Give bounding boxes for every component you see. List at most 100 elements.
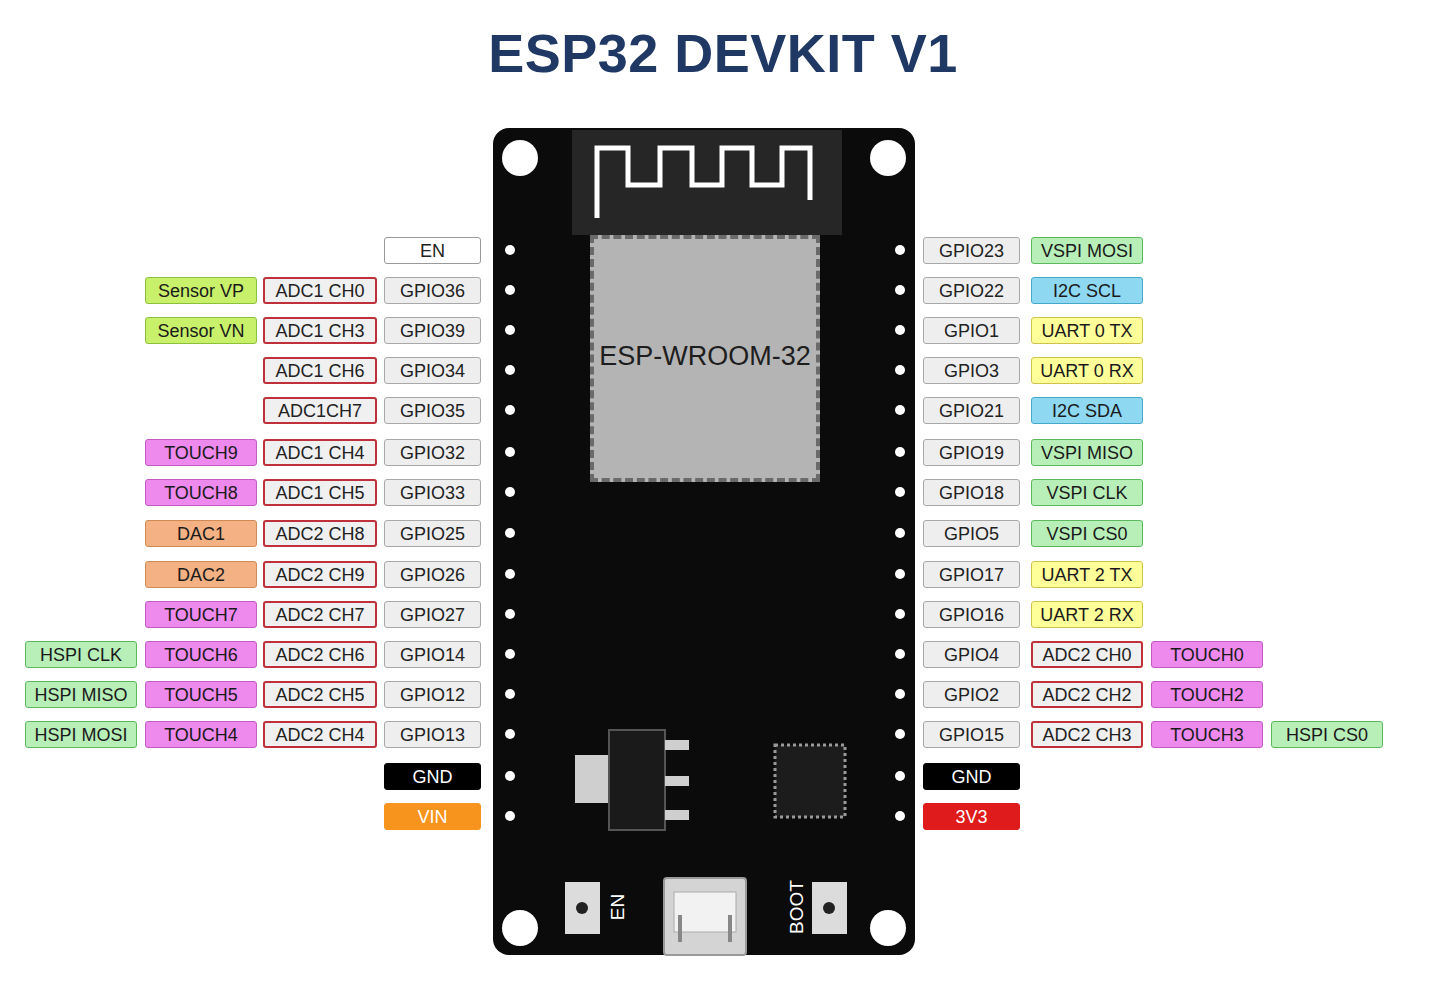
pin-name: ADC2 CH4 [275, 726, 364, 744]
pin-name: VSPI MISO [1041, 444, 1133, 462]
gpio-pin-label: GPIO36 [384, 277, 481, 304]
i2c-label: I2C SCL [1031, 277, 1143, 304]
adc-channel-label: ADC2 CH9 [263, 561, 377, 588]
pin-name: GPIO25 [400, 525, 465, 543]
sensor-label: Sensor VN [145, 317, 257, 344]
adc-channel-label: ADC2 CH4 [263, 721, 377, 748]
power-pin-label: 3V3 [923, 803, 1020, 830]
pin-name: GPIO19 [939, 444, 1004, 462]
pin-name: GPIO26 [400, 566, 465, 584]
spi-label: HSPI CLK [25, 641, 137, 668]
gpio-pin-label: GPIO4 [923, 641, 1020, 668]
i2c-label: I2C SDA [1031, 397, 1143, 424]
touch-label: TOUCH7 [145, 601, 257, 628]
pin-name: TOUCH8 [164, 484, 238, 502]
pin-name: Sensor VN [157, 322, 244, 340]
gpio-pin-label: GPIO23 [923, 237, 1020, 264]
pin-name: VSPI MOSI [1041, 242, 1133, 260]
button-label: BOOT [786, 880, 808, 934]
adc-channel-label: ADC2 CH6 [263, 641, 377, 668]
pin-name: ADC1 CH3 [275, 322, 364, 340]
pin-name: VSPI CLK [1046, 484, 1127, 502]
gpio-pin-label: GPIO15 [923, 721, 1020, 748]
gpio-pin-label: GPIO25 [384, 520, 481, 547]
pin-name: ADC1 CH4 [275, 444, 364, 462]
touch-label: TOUCH2 [1151, 681, 1263, 708]
pin-name: ADC2 CH0 [1042, 646, 1131, 664]
gpio-pin-label: GPIO19 [923, 439, 1020, 466]
gpio-pin-label: GPIO39 [384, 317, 481, 344]
gpio-pin-label: GPIO26 [384, 561, 481, 588]
uart-label: UART 2 TX [1031, 561, 1143, 588]
gpio-pin-label: GPIO16 [923, 601, 1020, 628]
gpio-pin-label: GPIO2 [923, 681, 1020, 708]
pin-name: EN [420, 242, 445, 260]
pin-name: GPIO16 [939, 606, 1004, 624]
pin-name: TOUCH6 [164, 646, 238, 664]
sensor-label: Sensor VP [145, 277, 257, 304]
pin-name: GPIO21 [939, 402, 1004, 420]
pin-name: TOUCH2 [1170, 686, 1244, 704]
spi-label: VSPI MOSI [1031, 237, 1143, 264]
pin-name: TOUCH9 [164, 444, 238, 462]
button-label: EN [607, 894, 629, 920]
touch-label: TOUCH3 [1151, 721, 1263, 748]
adc-channel-label: ADC2 CH8 [263, 520, 377, 547]
pin-name: TOUCH7 [164, 606, 238, 624]
gpio-pin-label: GPIO3 [923, 357, 1020, 384]
pin-name: HSPI CLK [40, 646, 122, 664]
pin-name: ADC2 CH3 [1042, 726, 1131, 744]
gpio-pin-label: GPIO21 [923, 397, 1020, 424]
pin-name: ADC1 CH5 [275, 484, 364, 502]
module-name: ESP-WROOM-32 [599, 343, 811, 370]
pin-name: GPIO3 [944, 362, 999, 380]
pin-name: DAC1 [177, 525, 225, 543]
pin-name: GPIO36 [400, 282, 465, 300]
module-chip: ESP-WROOM-32 [590, 235, 820, 482]
touch-label: TOUCH9 [145, 439, 257, 466]
pin-name: HSPI MOSI [34, 726, 127, 744]
pin-name: GPIO23 [939, 242, 1004, 260]
pin-name: ADC2 CH7 [275, 606, 364, 624]
pin-name: I2C SDA [1052, 402, 1122, 420]
pin-name: TOUCH3 [1170, 726, 1244, 744]
diagram-title: ESP32 DEVKIT V1 [0, 22, 1446, 84]
touch-label: TOUCH6 [145, 641, 257, 668]
dac-label: DAC2 [145, 561, 257, 588]
adc-channel-label: ADC1 CH5 [263, 479, 377, 506]
spi-label: HSPI MOSI [25, 721, 137, 748]
pin-name: GPIO22 [939, 282, 1004, 300]
pin-name: 3V3 [955, 808, 987, 826]
pin-name: GPIO18 [939, 484, 1004, 502]
pin-name: GPIO2 [944, 686, 999, 704]
adc-channel-label: ADC2 CH0 [1031, 641, 1143, 668]
pin-name: TOUCH4 [164, 726, 238, 744]
pin-name: GPIO27 [400, 606, 465, 624]
pin-name: GPIO4 [944, 646, 999, 664]
pin-name: GPIO13 [400, 726, 465, 744]
pin-name: ADC1 CH6 [275, 362, 364, 380]
gpio-pin-label: GPIO33 [384, 479, 481, 506]
pin-name: ADC2 CH8 [275, 525, 364, 543]
pin-name: HSPI MISO [34, 686, 127, 704]
pin-name: VIN [417, 808, 447, 826]
gpio-pin-label: GPIO12 [384, 681, 481, 708]
adc-channel-label: ADC2 CH3 [1031, 721, 1143, 748]
enable-pin-label: EN [384, 237, 481, 264]
pin-name: GPIO12 [400, 686, 465, 704]
adc-channel-label: ADC1CH7 [263, 397, 377, 424]
uart-label: UART 2 RX [1031, 601, 1143, 628]
pin-name: TOUCH0 [1170, 646, 1244, 664]
pin-name: ADC1 CH0 [275, 282, 364, 300]
pin-name: DAC2 [177, 566, 225, 584]
spi-label: VSPI CS0 [1031, 520, 1143, 547]
pin-name: VSPI CS0 [1046, 525, 1127, 543]
pin-name: UART 2 RX [1040, 606, 1133, 624]
adc-channel-label: ADC2 CH5 [263, 681, 377, 708]
pin-name: GPIO34 [400, 362, 465, 380]
pin-name: GPIO35 [400, 402, 465, 420]
ground-pin-label: GND [384, 763, 481, 790]
pin-name: UART 0 RX [1040, 362, 1133, 380]
adc-channel-label: ADC1 CH6 [263, 357, 377, 384]
pin-name: HSPI CS0 [1286, 726, 1368, 744]
